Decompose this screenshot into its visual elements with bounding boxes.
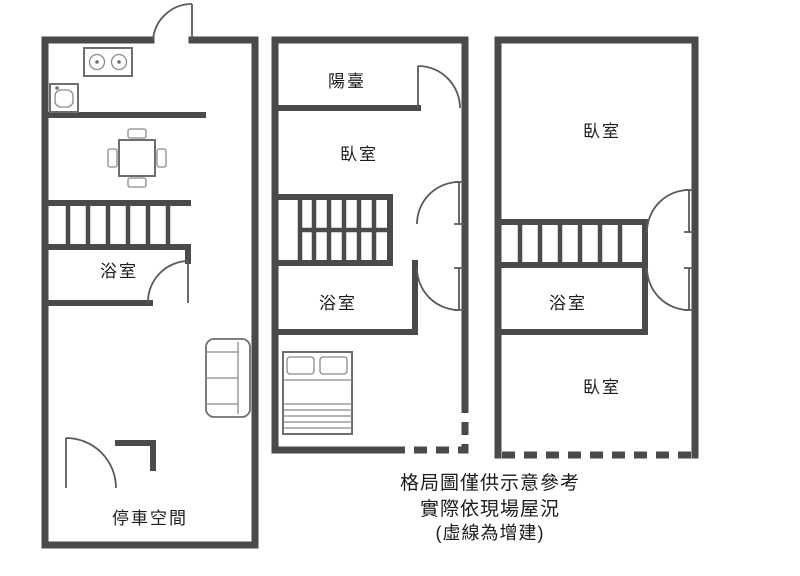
bedroom-door-icon: [646, 189, 694, 233]
floor-plan-middle: 陽臺 臥室 浴室: [271, 36, 469, 454]
bedroom-label: 臥室: [340, 145, 378, 164]
bathroom-label: 浴室: [319, 294, 357, 313]
sink-icon: [49, 83, 79, 113]
bathroom-door-icon: [646, 267, 694, 311]
dining-table-icon: [107, 128, 167, 188]
outer-wall: [271, 36, 469, 454]
bedroom-bottom-label: 臥室: [583, 378, 621, 397]
outer-wall: [494, 36, 699, 459]
garage-door-icon: [65, 437, 117, 489]
bedroom-door-icon: [416, 181, 464, 225]
floor-plan-right: 臥室 浴室 臥室: [494, 36, 699, 459]
addition-wall-dashed: [392, 402, 469, 454]
bedroom-top-label: 臥室: [583, 122, 621, 141]
outer-wall: [41, 36, 259, 549]
bathroom-label: 浴室: [100, 262, 138, 281]
stairs-lower-wall: [42, 244, 191, 264]
stairs-icon: [297, 197, 390, 263]
bathroom-door-icon: [416, 267, 464, 311]
balcony-label: 陽臺: [328, 72, 366, 91]
disclaimer-line-1: 格局圖僅供示意參考: [400, 472, 580, 494]
stairs-icon: [65, 203, 171, 247]
disclaimer-note: 格局圖僅供示意參考 實際依現場屋況 (虛線為增建): [400, 472, 580, 543]
disclaimer-line-2: 實際依現場屋況: [420, 498, 560, 520]
floor-plan-left: 浴室 停車空間: [41, 3, 259, 549]
disclaimer-line-3: (虛線為增建): [436, 523, 545, 543]
parking-label: 停車空間: [112, 509, 188, 528]
bathroom-label: 浴室: [549, 294, 587, 313]
sofa-icon: [205, 338, 251, 418]
entry-door-icon: [152, 3, 193, 41]
stairs-icon: [517, 222, 623, 265]
entry-partition-wall: [115, 440, 156, 471]
stove-icon: [83, 47, 133, 77]
bathroom-door-icon: [147, 260, 189, 304]
balcony-door-icon: [417, 65, 461, 109]
bed-icon: [282, 351, 353, 435]
